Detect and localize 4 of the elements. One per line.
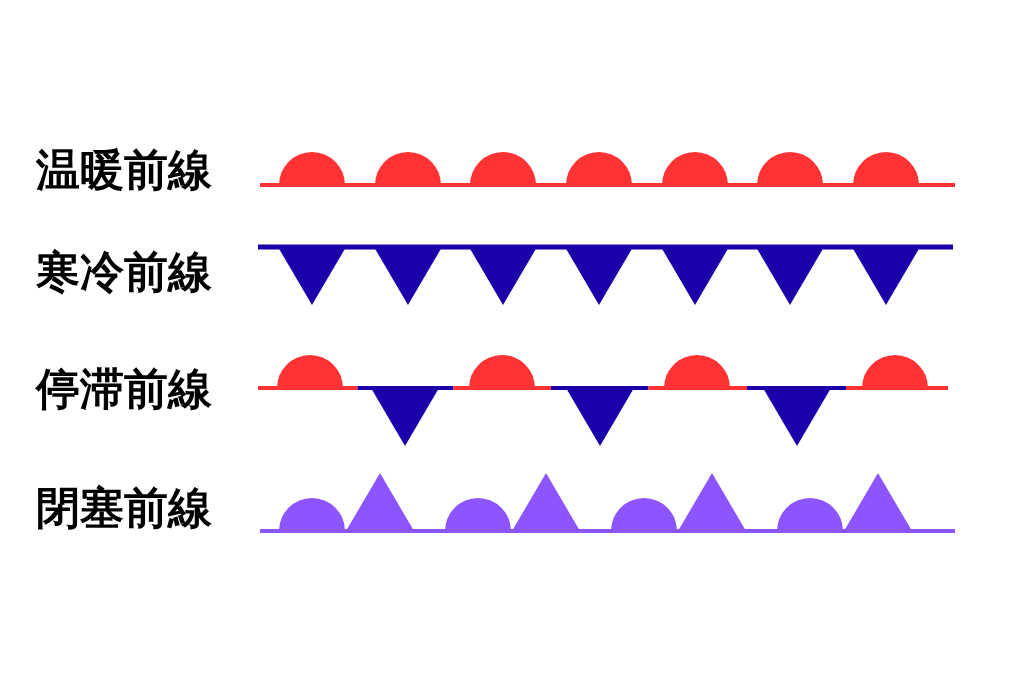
legend-text: 寒冷前線 bbox=[36, 250, 212, 294]
legend-text: 温暖前線 bbox=[36, 148, 212, 192]
legend-text: 停滞前線 bbox=[36, 367, 212, 411]
legend-text: 閉塞前線 bbox=[36, 486, 212, 530]
